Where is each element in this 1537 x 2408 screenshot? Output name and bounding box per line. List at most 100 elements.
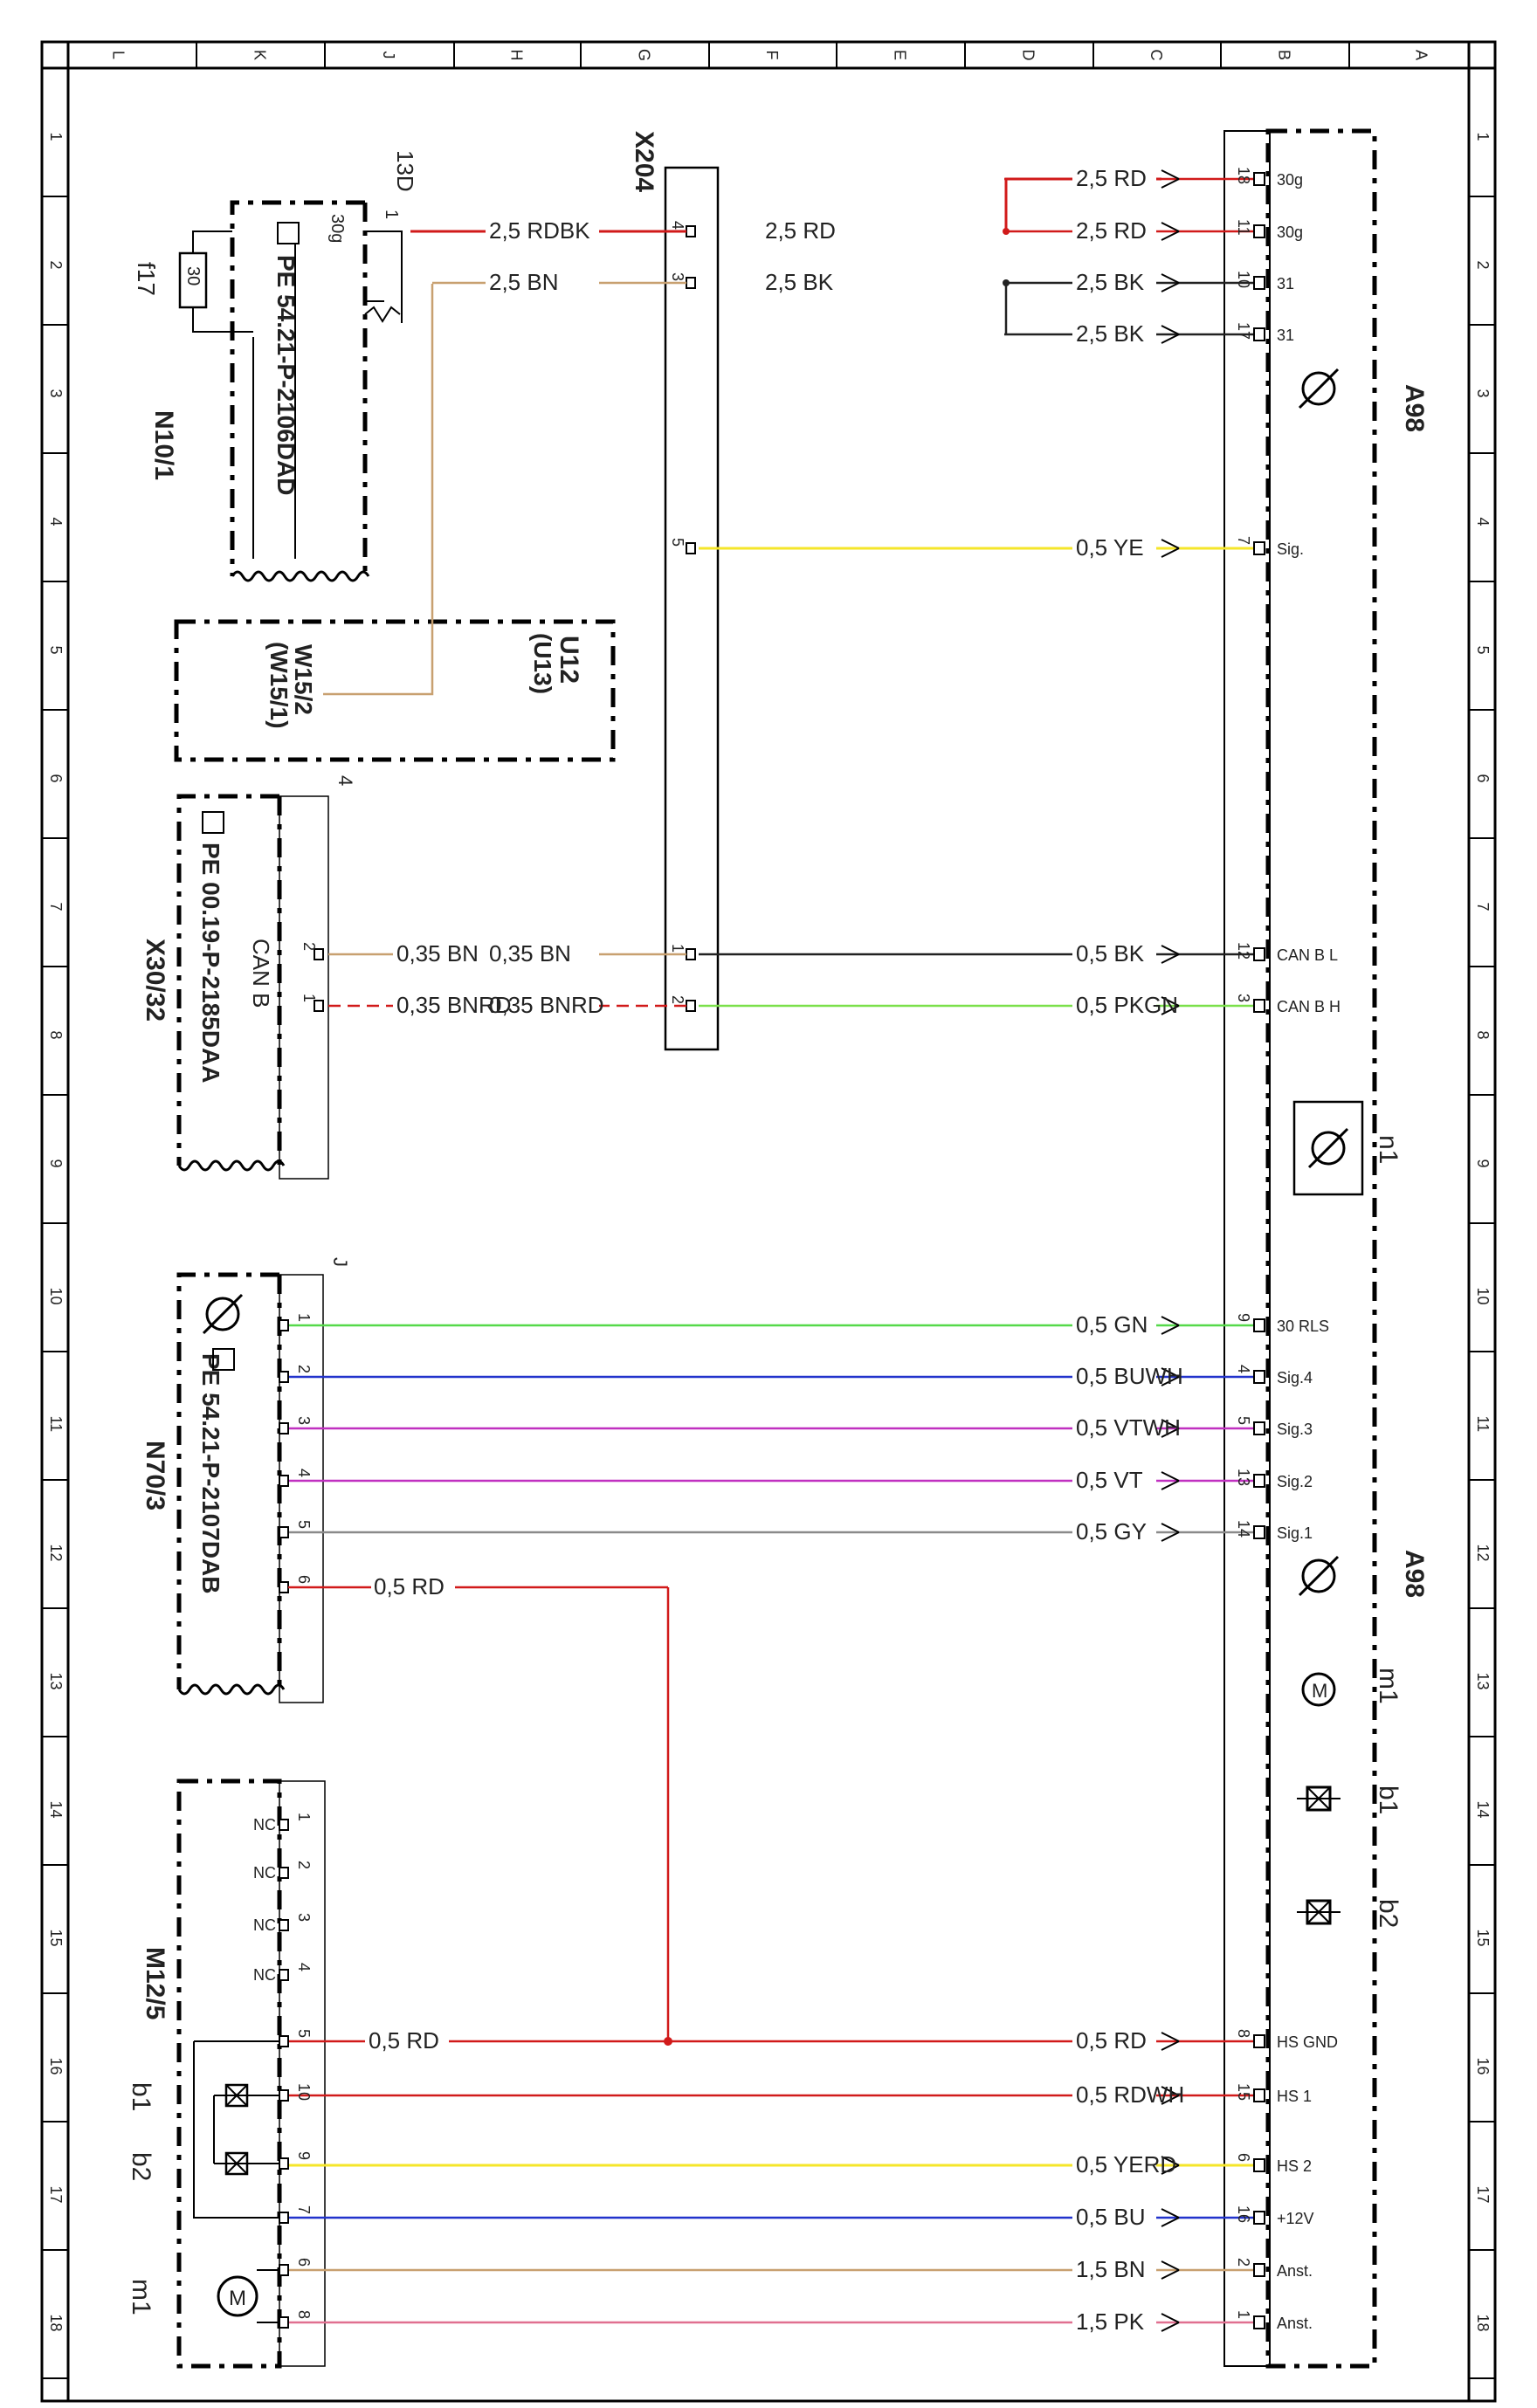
row-number: 3 bbox=[1474, 389, 1492, 398]
row-number: 14 bbox=[47, 1801, 65, 1819]
a98-wire-label: 0,5 YERD bbox=[1076, 2151, 1176, 2178]
motor-m1-icon: M bbox=[1301, 1672, 1336, 1707]
n10-1-pin-30g: 30g bbox=[327, 214, 347, 243]
a98-wire-label: 0,5 BU bbox=[1076, 2204, 1146, 2230]
row-number: 5 bbox=[1474, 646, 1492, 655]
pin-terminal bbox=[1253, 1525, 1265, 1539]
pin-terminal bbox=[1253, 172, 1265, 186]
a98-signal-label: CAN B H bbox=[1277, 998, 1341, 1015]
n70-pin-number: 5 bbox=[295, 1520, 313, 1529]
a98-wire-label: 0,5 YE bbox=[1076, 534, 1144, 561]
a98-wire-label: 2,5 BK bbox=[1076, 320, 1145, 347]
pin-terminal bbox=[1253, 1318, 1265, 1332]
m12-wire-label: 0,5 RD bbox=[369, 2027, 439, 2054]
a98-signal-label: 31 bbox=[1277, 327, 1294, 344]
m12-pin bbox=[279, 1969, 289, 1981]
n70-pin bbox=[279, 1475, 289, 1487]
heater-b2-icon bbox=[1297, 1899, 1341, 1925]
a98-wire-label: 1,5 BN bbox=[1076, 2256, 1146, 2282]
a98-wire-label: 0,5 VTWH bbox=[1076, 1414, 1181, 1441]
wires bbox=[279, 169, 1265, 2332]
column-letter: C bbox=[1148, 50, 1165, 61]
x204-pin-number: 2 bbox=[669, 995, 686, 1004]
n70-pin-number: 4 bbox=[295, 1469, 313, 1477]
row-number: 16 bbox=[47, 2058, 65, 2075]
pin-terminal bbox=[1253, 2315, 1265, 2329]
a98-pin-number: 18 bbox=[1235, 167, 1252, 184]
m12-m1-label: m1 bbox=[127, 2279, 155, 2315]
light-sensor-icon bbox=[1298, 368, 1340, 409]
m12-pin-number: 7 bbox=[295, 2205, 313, 2214]
m12-pin-number: 3 bbox=[295, 1913, 313, 1922]
nc-label: NC bbox=[253, 1966, 276, 1984]
x204-pin-number: 5 bbox=[669, 538, 686, 547]
x30-wire-label: 0,35 BN bbox=[396, 940, 479, 967]
x204-left-wire: 2,5 BN bbox=[489, 269, 559, 295]
pin-terminal bbox=[1253, 947, 1265, 961]
pin-terminal bbox=[1253, 2211, 1265, 2225]
m12-pin bbox=[279, 2264, 289, 2276]
row-number: 6 bbox=[47, 774, 65, 783]
a98-signal-label: CAN B L bbox=[1277, 946, 1338, 964]
a98-signal-label: HS GND bbox=[1277, 2033, 1338, 2051]
a98-signal-label: 30g bbox=[1277, 171, 1303, 189]
w15-2-label: W15/2 bbox=[290, 644, 317, 715]
m12-pin-number: 10 bbox=[295, 2083, 313, 2101]
x204-label: X204 bbox=[630, 131, 658, 192]
a98-wire-label: 0,5 PKGN bbox=[1076, 992, 1178, 1018]
pin-terminal bbox=[1253, 276, 1265, 290]
n10-1-pin-1: 1 bbox=[382, 210, 401, 219]
row-number: 1 bbox=[1474, 133, 1492, 141]
m12-pin-number: 2 bbox=[295, 1861, 313, 1869]
m12-pin bbox=[279, 2212, 289, 2224]
motor-icon: M bbox=[217, 2269, 281, 2323]
nc-label: NC bbox=[253, 1816, 276, 1834]
a98-pin-number: 2 bbox=[1235, 2258, 1252, 2267]
row-number: 9 bbox=[47, 1159, 65, 1168]
pin-terminal bbox=[1253, 2158, 1265, 2172]
rain-sensor-icon bbox=[1298, 1555, 1340, 1597]
pin-terminal bbox=[1253, 1421, 1265, 1435]
row-number: 11 bbox=[1474, 1416, 1492, 1433]
a98-wire-label: 0,5 BK bbox=[1076, 940, 1145, 967]
n10-1-label: N10/1 bbox=[149, 410, 178, 480]
row-number: 8 bbox=[1474, 1031, 1492, 1040]
a98-pin-number: 10 bbox=[1235, 271, 1252, 288]
fuse-value: 30 bbox=[183, 266, 203, 286]
a98-label-top: A98 bbox=[1400, 384, 1429, 432]
sensor-icon bbox=[202, 1293, 244, 1335]
x204-pin bbox=[686, 277, 696, 289]
a98-signal-label: 31 bbox=[1277, 275, 1294, 292]
m12-pin bbox=[279, 1819, 289, 1831]
a98-pin-number: 5 bbox=[1235, 1416, 1252, 1425]
n10-1-ground: 13D bbox=[392, 150, 418, 192]
m12-pin-number: 5 bbox=[295, 2029, 313, 2038]
a98-module: A98 A98 n1 M m1 b1 bbox=[1223, 128, 1429, 2369]
u12-label: U12 bbox=[555, 636, 583, 684]
pin-terminal bbox=[1253, 224, 1265, 238]
m12-pin bbox=[279, 2035, 289, 2047]
n70-pin-number: 2 bbox=[295, 1365, 313, 1373]
x204-pin bbox=[686, 542, 696, 554]
m12-pin-number: 8 bbox=[295, 2310, 313, 2319]
row-number: 17 bbox=[1474, 2186, 1492, 2204]
pin-terminal bbox=[1253, 2034, 1265, 2048]
column-letter: E bbox=[892, 50, 909, 60]
row-number: 15 bbox=[47, 1930, 65, 1947]
n70-pin bbox=[279, 1371, 289, 1383]
x30-32-ref: PE 00.19-P-2185DAA bbox=[197, 843, 224, 1083]
row-number: 6 bbox=[1474, 774, 1492, 783]
n70-pin bbox=[279, 1581, 289, 1593]
m12-5-module: M12/5 b1 b2 m1 M bbox=[127, 1778, 326, 2369]
n1-sensor-icon bbox=[1292, 1100, 1364, 1196]
a98-pin-number: 4 bbox=[1235, 1365, 1252, 1373]
heater-b2-icon bbox=[224, 2151, 249, 2176]
pin-terminal bbox=[1253, 2263, 1265, 2277]
a98-pin-number: 9 bbox=[1235, 1313, 1252, 1322]
x204-pin bbox=[686, 225, 696, 237]
a98-pin-number: 12 bbox=[1235, 942, 1252, 960]
row-number: 3 bbox=[47, 389, 65, 398]
pin-terminal bbox=[1253, 2088, 1265, 2102]
